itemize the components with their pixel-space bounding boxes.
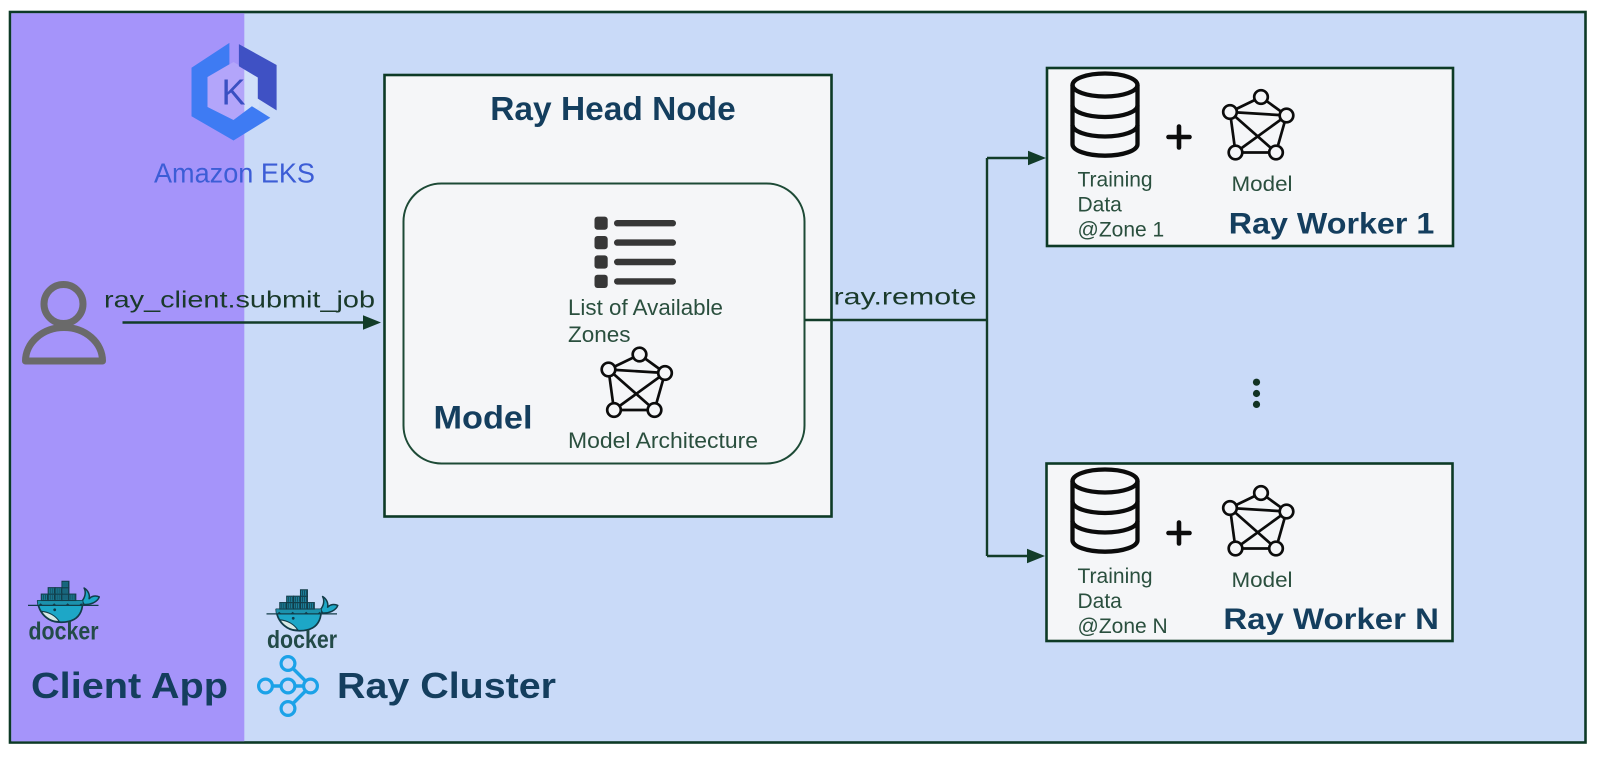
- svg-text:Amazon EKS: Amazon EKS: [154, 158, 315, 189]
- svg-text:ray_client.submit_job: ray_client.submit_job: [104, 287, 375, 313]
- svg-text:K: K: [221, 72, 245, 113]
- svg-text:Model Architecture: Model Architecture: [568, 428, 758, 453]
- svg-text:List of Available: List of Available: [568, 295, 723, 320]
- svg-text:@Zone N: @Zone N: [1078, 615, 1168, 638]
- svg-text:@Zone 1: @Zone 1: [1078, 219, 1165, 242]
- svg-text:Training: Training: [1078, 169, 1153, 192]
- svg-text:Model: Model: [1232, 569, 1293, 592]
- svg-text:Model: Model: [434, 400, 533, 436]
- svg-text:Data: Data: [1078, 590, 1123, 613]
- svg-text:Training: Training: [1078, 565, 1153, 588]
- svg-text:Ray Head Node: Ray Head Node: [490, 90, 736, 127]
- svg-text:ray.remote: ray.remote: [834, 284, 977, 310]
- svg-text:Client App: Client App: [31, 665, 228, 706]
- svg-text:Model: Model: [1232, 173, 1293, 196]
- svg-text:Ray Worker N: Ray Worker N: [1223, 603, 1439, 636]
- svg-text:Data: Data: [1078, 194, 1123, 217]
- svg-text:Zones: Zones: [568, 322, 631, 347]
- svg-text:Ray Cluster: Ray Cluster: [337, 665, 556, 706]
- svg-text:Ray Worker 1: Ray Worker 1: [1229, 207, 1435, 240]
